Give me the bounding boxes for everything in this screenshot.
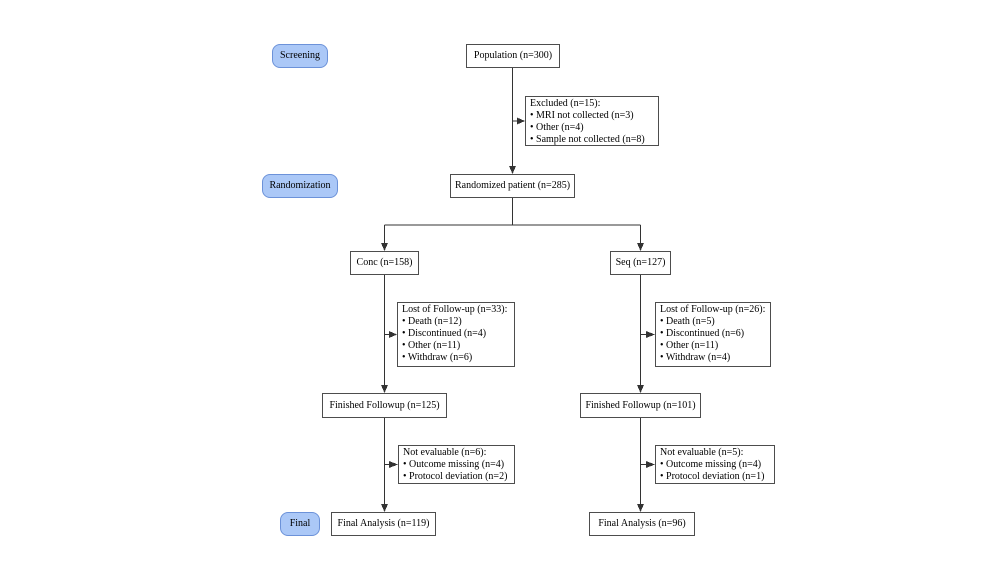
list-item: • Other (n=4) — [530, 122, 584, 133]
stage-label-screening: Screening — [272, 44, 328, 68]
list-item: • Outcome missing (n=4) — [660, 459, 762, 470]
node-conc-arm: Conc (n=158) — [350, 251, 419, 275]
list-item: • Protocol deviation (n=1) — [660, 471, 765, 482]
stage-label-final: Final — [280, 512, 320, 536]
node-final-analysis-seq: Final Analysis (n=96) — [589, 512, 695, 536]
node-excluded-title: Excluded (n=15): — [530, 98, 601, 109]
arrowhead-noteval-seq — [646, 461, 655, 468]
list-item: • Outcome missing (n=4) — [403, 459, 505, 470]
arrowhead-conc — [381, 243, 388, 251]
node-not-evaluable-conc: Not evaluable (n=6): • Outcome missing (… — [398, 445, 515, 484]
node-randomized-patient: Randomized patient (n=285) — [450, 174, 575, 198]
list-item: • Death (n=12) — [402, 316, 462, 327]
list-item: • Withdraw (n=6) — [402, 352, 473, 363]
list-item: • Discontinued (n=4) — [402, 328, 487, 339]
list-item: • Other (n=11) — [660, 340, 719, 351]
node-not-evaluable-seq-title: Not evaluable (n=5): — [660, 447, 744, 458]
node-lost-followup-conc: Lost of Follow-up (n=33): • Death (n=12)… — [397, 302, 515, 367]
arrowhead-final-conc — [381, 504, 388, 512]
list-item: • MRI not collected (n=3) — [530, 110, 634, 121]
node-excluded: Excluded (n=15): • MRI not collected (n=… — [525, 96, 659, 146]
arrowhead-excluded — [517, 117, 525, 125]
arrowhead-noteval-conc — [389, 461, 398, 468]
list-item: • Discontinued (n=6) — [660, 328, 745, 339]
node-lost-followup-seq: Lost of Follow-up (n=26): • Death (n=5) … — [655, 302, 771, 367]
node-finished-followup-conc: Finished Followup (n=125) — [322, 393, 447, 418]
arrowhead-seq — [637, 243, 644, 251]
arrowhead-lost-conc — [389, 331, 397, 338]
list-item: • Withdraw (n=4) — [660, 352, 731, 363]
node-not-evaluable-seq: Not evaluable (n=5): • Outcome missing (… — [655, 445, 775, 484]
arrowhead-finished-seq — [637, 385, 644, 393]
node-lost-followup-seq-title: Lost of Follow-up (n=26): — [660, 304, 766, 315]
list-item: • Sample not collected (n=8) — [530, 134, 645, 145]
list-item: • Protocol deviation (n=2) — [403, 471, 508, 482]
node-not-evaluable-conc-title: Not evaluable (n=6): — [403, 447, 487, 458]
node-population: Population (n=300) — [466, 44, 560, 68]
node-final-analysis-conc: Final Analysis (n=119) — [331, 512, 436, 536]
node-lost-followup-conc-title: Lost of Follow-up (n=33): — [402, 304, 508, 315]
node-seq-arm: Seq (n=127) — [610, 251, 671, 275]
stage-label-randomization: Randomization — [262, 174, 338, 198]
node-finished-followup-seq: Finished Followup (n=101) — [580, 393, 701, 418]
list-item: • Death (n=5) — [660, 316, 715, 327]
list-item: • Other (n=11) — [402, 340, 461, 351]
arrowhead-lost-seq — [646, 331, 655, 338]
arrowhead-randomized — [509, 166, 516, 174]
arrowhead-finished-conc — [381, 385, 388, 393]
arrowhead-final-seq — [637, 504, 644, 512]
